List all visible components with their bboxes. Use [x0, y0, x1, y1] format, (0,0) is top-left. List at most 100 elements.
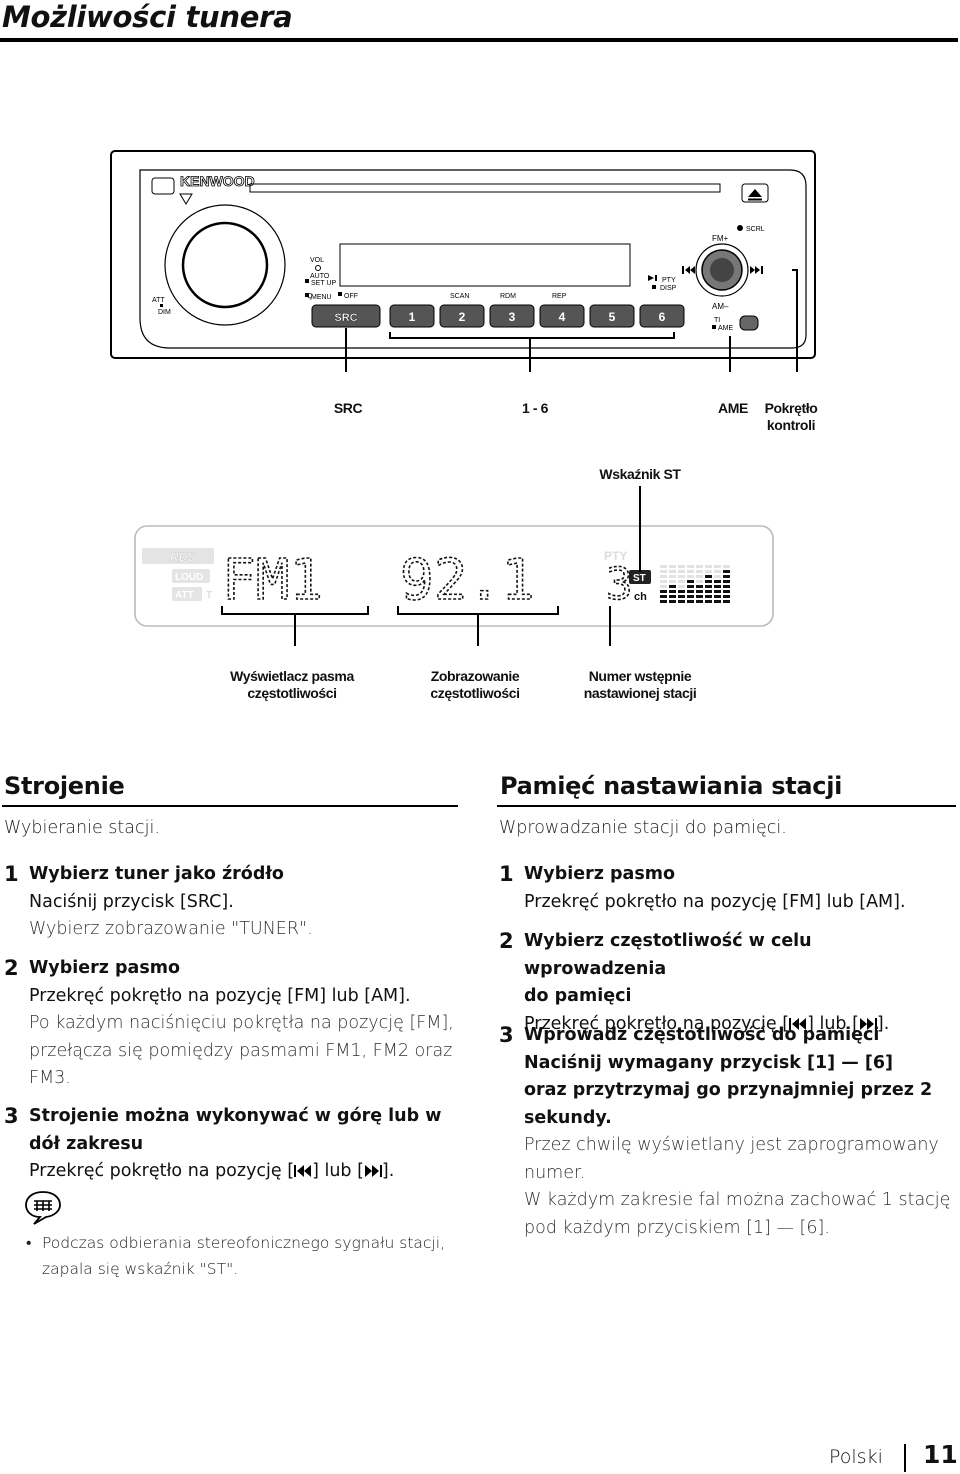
note-icon	[25, 1191, 61, 1225]
step-heading-line: Strojenie można wykonywać w górę lub w	[29, 1106, 442, 1126]
release-arrow-icon	[179, 193, 193, 205]
step-number: 3	[499, 1023, 514, 1047]
step-note-line: Przez chwilę wyświetlany jest zaprogramo…	[524, 1135, 939, 1155]
spectrum-segment	[705, 565, 712, 568]
spectrum-segment	[678, 595, 685, 598]
disc-slot	[249, 183, 721, 193]
preset-button-3[interactable]	[489, 304, 535, 328]
step-number: 1	[499, 862, 514, 886]
spectrum-segment	[714, 580, 721, 583]
spectrum-segment	[714, 595, 721, 598]
src-button[interactable]	[311, 304, 381, 328]
callout-band-display: Wyświetlacz pasma częstotliwości	[212, 668, 372, 702]
callout-control-knob: Pokrętło kontroli	[756, 400, 826, 434]
spectrum-segment	[714, 590, 721, 593]
seek-back-icon	[789, 1017, 807, 1030]
step-action: Przekręć pokrętło na pozycję [] lub [].	[29, 1158, 460, 1186]
callout-frequency-display-l2: częstotliwości	[430, 685, 520, 701]
preset-button-label: 1	[409, 310, 416, 324]
spectrum-segment	[705, 590, 712, 593]
spectrum-segment	[669, 580, 676, 583]
spectrum-segment	[714, 600, 721, 603]
action-mid: ] lub [	[312, 1161, 364, 1181]
spectrum-segment	[678, 575, 685, 578]
lcd-spectrum	[660, 565, 730, 603]
step-heading: Wprowadź częstotliwość do pamięci	[524, 1025, 880, 1045]
spectrum-segment	[669, 585, 676, 588]
tuning-note: • Podczas odbierania stereofonicznego sy…	[26, 1230, 466, 1282]
preset-button-4[interactable]	[539, 304, 585, 328]
spectrum-segment	[669, 595, 676, 598]
volume-knob[interactable]	[181, 221, 269, 309]
spectrum-segment	[669, 590, 676, 593]
rdm-label: RDM	[500, 293, 516, 300]
disp-label: DISP	[660, 285, 677, 292]
auto-label: AUTO	[310, 273, 330, 280]
step-action: Przekręć pokrętło na pozycję [] lub [].	[524, 1011, 957, 1039]
preset-button-6[interactable]	[639, 304, 685, 328]
spectrum-segment	[696, 580, 703, 583]
att-label: ATT	[152, 297, 165, 304]
step-heading: Wybierz pasmo	[524, 864, 676, 884]
lcd-att-label: ATT	[175, 590, 194, 601]
preset-button-label: 3	[509, 310, 516, 324]
callout-band-display-l2: częstotliwości	[247, 685, 337, 701]
step-heading: Wybierz tuner jako źródło	[29, 864, 284, 884]
lcd-frequency: 92.1	[400, 548, 535, 613]
eject-release-button	[151, 177, 175, 195]
lcd-st-badge	[629, 570, 651, 584]
preset-button-label: 5	[609, 310, 616, 324]
lcd-preset: 3	[606, 559, 633, 610]
spectrum-segment	[705, 570, 712, 573]
spectrum-segment	[705, 575, 712, 578]
spectrum-segment	[687, 575, 694, 578]
spectrum-segment	[678, 590, 685, 593]
lcd-st-label: ST	[633, 573, 646, 584]
step-heading: Wybierz pasmo	[29, 958, 181, 978]
preset-button-2[interactable]	[439, 304, 485, 328]
step-note-line: W każdym zakresie fal można zachować 1 s…	[524, 1190, 951, 1210]
step-action: Przekręć pokrętło na pozycję [FM] lub [A…	[524, 891, 906, 912]
step-action-line: oraz przytrzymaj go przynajmniej przez 2	[524, 1080, 933, 1100]
seek-forward-icon	[859, 1017, 877, 1030]
ti-label: TI	[714, 317, 720, 324]
spectrum-segment	[723, 580, 730, 583]
ame-button[interactable]	[739, 315, 759, 331]
dim-label: DIM	[158, 309, 171, 316]
spectrum-segment	[723, 565, 730, 568]
spectrum-segment	[660, 590, 667, 593]
spectrum-segment	[714, 565, 721, 568]
spectrum-segment	[687, 570, 694, 573]
callout-presets: 1 - 6	[521, 400, 548, 416]
spectrum-segment	[660, 575, 667, 578]
step-note: Wybierz zobrazowanie "TUNER".	[29, 919, 313, 939]
spectrum-segment	[705, 580, 712, 583]
title-rule	[0, 38, 958, 42]
preset-button-5[interactable]	[589, 304, 635, 328]
step-action-line: Naciśnij wymagany przycisk [1] — [6]	[524, 1052, 894, 1073]
spectrum-segment	[696, 600, 703, 603]
tuning-intro: Wybieranie stacji.	[4, 818, 160, 838]
spectrum-segment	[687, 590, 694, 593]
tuning-section-title: Strojenie	[4, 772, 125, 800]
preset-button-1[interactable]	[389, 304, 435, 328]
spectrum-segment	[723, 595, 730, 598]
lcd-rds-label: RDS	[170, 550, 195, 564]
action-prefix: Przekręć pokrętło na pozycję [	[29, 1161, 295, 1181]
spectrum-segment	[696, 595, 703, 598]
scrl-label: SCRL	[746, 226, 765, 233]
step-number: 1	[4, 862, 19, 886]
tuning-section-rule	[2, 805, 458, 807]
action-suffix: ].	[876, 1013, 890, 1034]
src-button-label: SRC	[334, 312, 357, 324]
seek-back-icon	[682, 266, 695, 274]
memory-section-title: Pamięć nastawiania stacji	[500, 772, 843, 800]
spectrum-segment	[687, 580, 694, 583]
spectrum-segment	[660, 585, 667, 588]
spectrum-segment	[669, 565, 676, 568]
step-number: 2	[499, 929, 514, 953]
lcd-display-diagram: RDS LOUD ATT T FM1 92.1 3 PTY ST ch	[134, 486, 774, 646]
note-line: zapala się wskaźnik "ST".	[42, 1260, 239, 1278]
step-heading-line: do pamięci	[524, 986, 632, 1006]
